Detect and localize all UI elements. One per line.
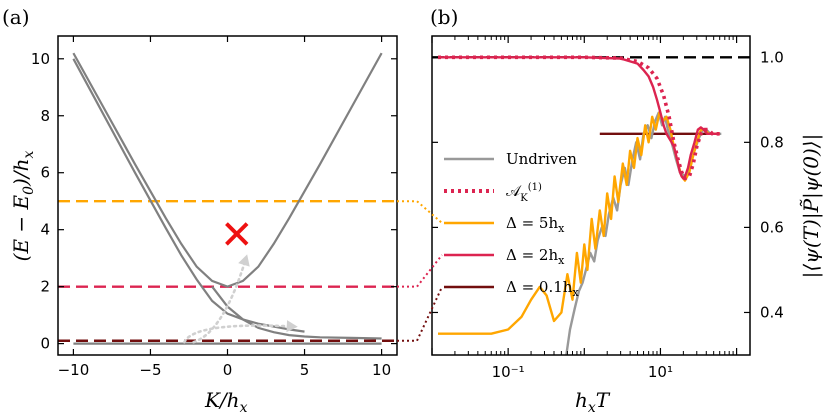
svg-text:|⟨ψ(T)|P̃|ψ(0)⟩|: |⟨ψ(T)|P̃|ψ(0)⟩| [799, 134, 824, 279]
arrow-head-1 [286, 320, 298, 333]
panel-label-a: (a) [2, 5, 30, 29]
panel-label-b: (b) [430, 5, 458, 29]
ytick-label: 2 [40, 278, 50, 296]
legend-label-2: Δ = 5hx [506, 214, 565, 235]
panel-a-xlabel: K/hx [204, 388, 248, 415]
series-K1 [438, 55, 720, 181]
panel-b-ylabel: |⟨ψ(T)|P̃|ψ(0)⟩| [799, 134, 824, 279]
ytick-label: 10 [31, 50, 50, 68]
legend-label-0: Undriven [506, 150, 577, 168]
svg-text:(E − E0)/hx: (E − E0)/hx [9, 151, 37, 262]
legend-label-1: 𝒜K(1) [506, 182, 542, 204]
panel-a-ylabel: (E − E0)/hx [9, 151, 37, 262]
band-middle [72, 58, 305, 333]
svg-text:K/hx: K/hx [204, 388, 248, 415]
transition-arrow-1 [183, 324, 296, 344]
forbidden-cross: ✕ [220, 212, 254, 258]
panel-b-xlabel: hxT [575, 388, 611, 415]
arrow-head-0 [238, 254, 250, 267]
legend-label-3: Δ = 2hx [506, 246, 565, 267]
band-lower [211, 285, 382, 340]
ytick-label: 0.6 [760, 218, 784, 236]
ytick-label: 0.8 [760, 133, 784, 151]
panel-connectors [397, 200, 443, 342]
ytick-label: 6 [40, 164, 50, 182]
ytick-label: 0 [40, 335, 50, 353]
ytick-label: 8 [40, 107, 50, 125]
xtick-label: 5 [300, 361, 310, 379]
legend-label-4: Δ = 0.1hx [506, 278, 579, 299]
svg-text:hxT: hxT [575, 388, 611, 415]
panel-b-curves [432, 55, 750, 355]
xtick-label: −5 [139, 361, 161, 379]
connector-0 [397, 200, 443, 224]
panel-a-plot: ✕ −10 −5 0 5 10 0 2 4 6 8 10 [31, 35, 398, 379]
connector-1 [397, 254, 443, 288]
ytick-label: 0.4 [760, 303, 784, 321]
xtick-label: −10 [58, 361, 90, 379]
xtick-label: 10¹ [648, 363, 673, 381]
panel-b-frame [431, 35, 751, 356]
ytick-label: 4 [40, 221, 50, 239]
xtick-label: 10⁻¹ [492, 363, 525, 381]
ytick-label: 1.0 [760, 48, 784, 66]
connector-2 [397, 286, 443, 342]
transition-arrow-0 [192, 256, 248, 344]
band-upper [72, 52, 383, 288]
xtick-label: 0 [223, 361, 233, 379]
series-5hx [438, 111, 720, 335]
xtick-label: 10 [372, 361, 391, 379]
